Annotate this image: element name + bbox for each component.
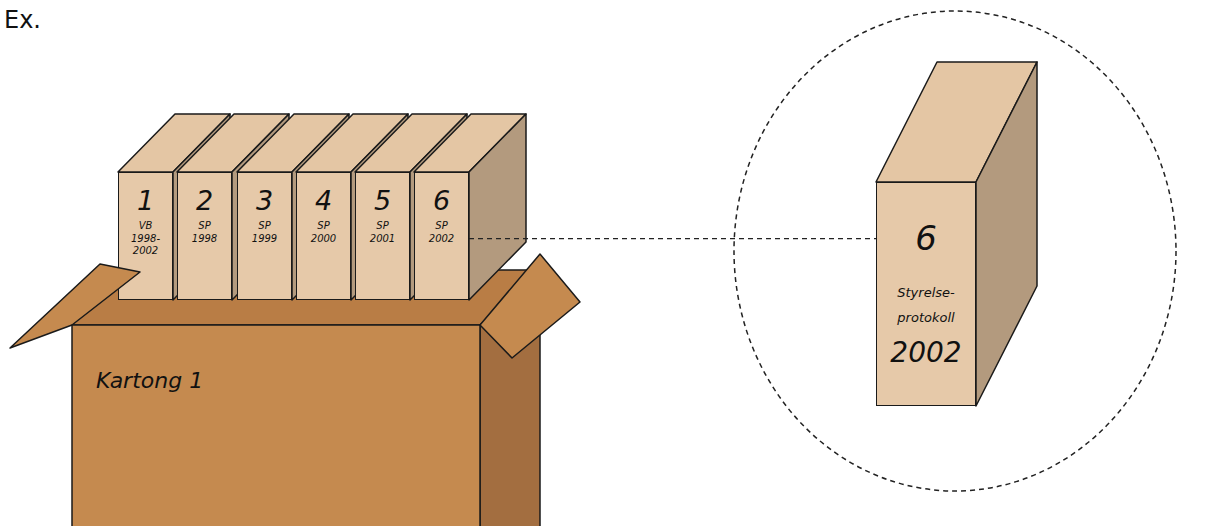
binder: 4 SP 2000 xyxy=(296,172,351,300)
binder-number: 6 xyxy=(433,187,450,214)
carton-box: Kartong 11VB 1998- 20022SP 19983SP 19994… xyxy=(0,250,600,526)
binder-text: VB 1998- 2002 xyxy=(128,220,164,258)
binder: 2 SP 1998 xyxy=(177,172,232,300)
binder-text: 2002 xyxy=(880,338,972,369)
binder-text: SP 1998 xyxy=(187,220,223,245)
binder: 3 SP 1999 xyxy=(237,172,292,300)
binder-number: 5 xyxy=(374,187,391,214)
binder-number: 2 xyxy=(196,187,213,214)
dashed-leader xyxy=(469,238,876,239)
binder-side xyxy=(976,62,1037,406)
binder-number: 1 xyxy=(137,187,154,214)
binder-side xyxy=(469,114,526,300)
binder-text: Styrelse- protokoll xyxy=(880,281,972,330)
binder-number: 6 xyxy=(915,221,937,255)
binder-text: SP 2002 xyxy=(424,220,460,245)
binder-text: SP 2000 xyxy=(306,220,342,245)
binder: 6 SP 2002 xyxy=(414,172,469,300)
carton-label: Kartong 1 xyxy=(96,368,203,393)
binder-number: 3 xyxy=(256,187,273,214)
binder: 5 SP 2001 xyxy=(355,172,410,300)
binder-text: SP 2001 xyxy=(365,220,401,245)
binder-number: 4 xyxy=(315,187,332,214)
binder-zoomed: 6Styrelse- protokoll 2002 xyxy=(876,182,976,406)
example-label: Ex. xyxy=(4,6,41,34)
carton-front-panel xyxy=(72,325,480,526)
binder-text: SP 1999 xyxy=(247,220,283,245)
carton-front xyxy=(0,250,600,526)
